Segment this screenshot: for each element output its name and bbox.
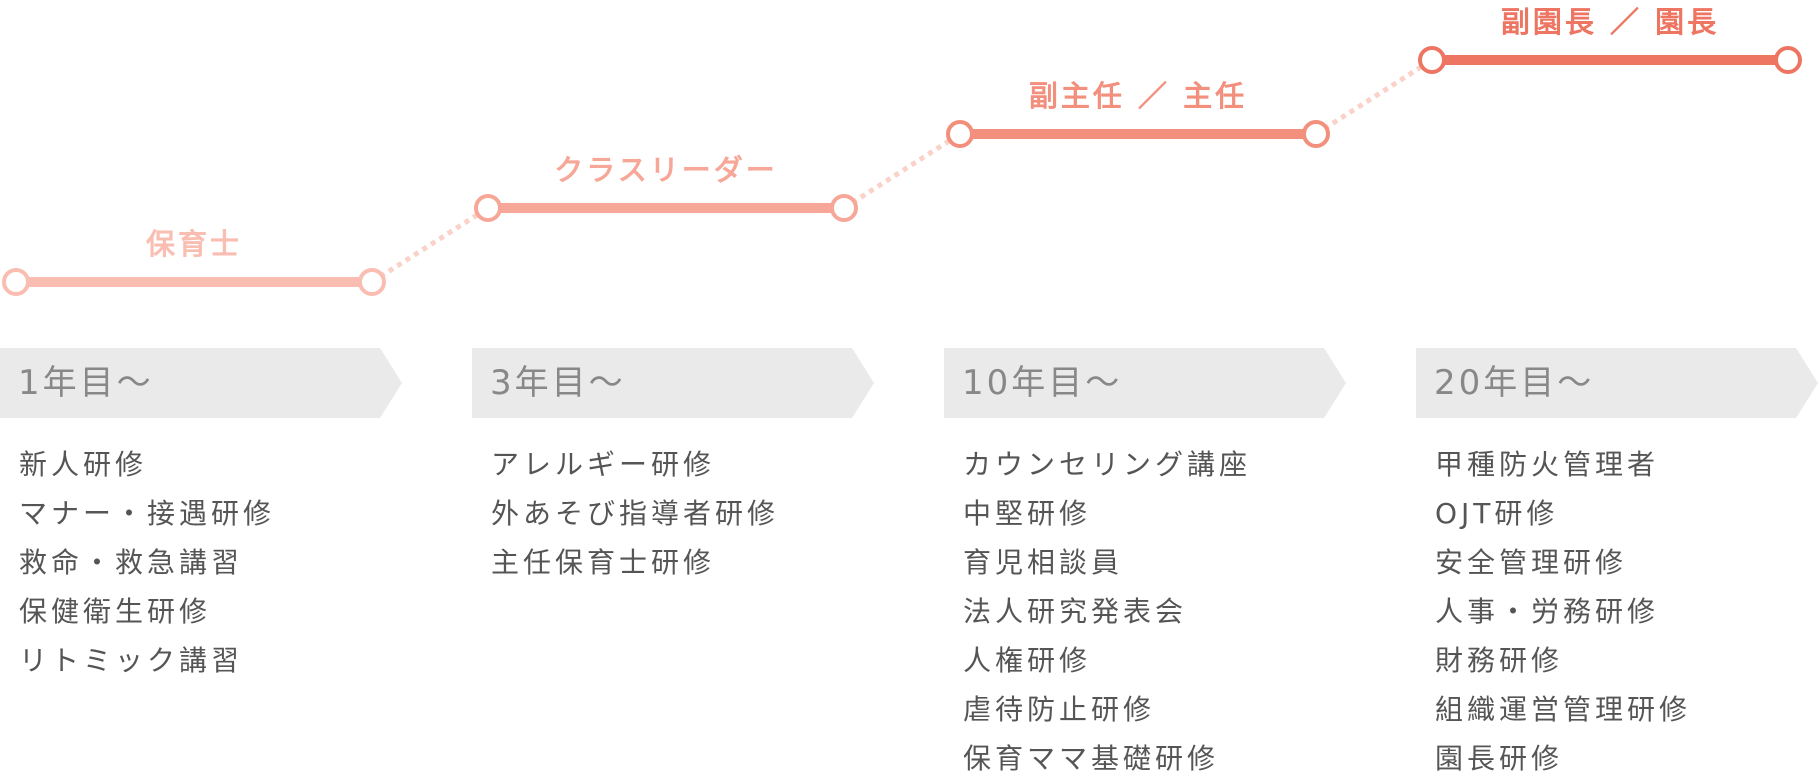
training-item: 育児相談員 <box>963 546 1124 579</box>
stage-label: クラスリーダー <box>554 153 777 187</box>
training-item: 保健衛生研修 <box>19 595 212 628</box>
year-header: 1年目〜 <box>0 348 420 418</box>
training-item: 法人研究発表会 <box>963 595 1188 628</box>
arrow-shape <box>0 348 402 418</box>
training-item: 外あそび指導者研修 <box>491 497 780 530</box>
training-item: 虐待防止研修 <box>963 693 1156 726</box>
stage-node <box>474 194 502 222</box>
arrow-shape <box>472 348 874 418</box>
training-item: 人権研修 <box>963 644 1092 677</box>
training-list: アレルギー研修外あそび指導者研修主任保育士研修 <box>472 440 892 587</box>
stage-node <box>358 268 386 296</box>
dotted-connector <box>1314 57 1434 137</box>
stage-node <box>830 194 858 222</box>
stage-node <box>946 120 974 148</box>
training-item: 組織運営管理研修 <box>1435 693 1692 726</box>
training-item: リトミック講習 <box>19 644 244 677</box>
training-item: OJT研修 <box>1435 497 1559 530</box>
training-item: 保育ママ基礎研修 <box>963 742 1220 775</box>
career-path-diagram: 保育士 クラスリーダー 副主任 ／ 主任 副園長 ／ 園長 <box>2 5 1802 296</box>
column-year-20: 20年目〜 甲種防火管理者 OJT研修安全管理研修人事・労務研修財務研修組織運営管… <box>1416 348 1820 783</box>
training-item: 園長研修 <box>1435 742 1564 775</box>
year-label: 10年目〜 <box>962 363 1123 403</box>
training-item: 主任保育士研修 <box>491 546 716 579</box>
training-list: カウンセリング講座中堅研修育児相談員法人研究発表会人権研修虐待防止研修保育ママ基… <box>944 440 1364 783</box>
year-header: 3年目〜 <box>472 348 892 418</box>
dotted-connector <box>370 205 490 285</box>
column-year-10: 10年目〜 カウンセリング講座中堅研修育児相談員法人研究発表会人権研修虐待防止研… <box>944 348 1364 783</box>
stage-node <box>1418 46 1446 74</box>
training-item: 人事・労務研修 <box>1435 595 1660 628</box>
column-year-3: 3年目〜 アレルギー研修外あそび指導者研修主任保育士研修 <box>472 348 892 587</box>
year-label: 3年目〜 <box>490 363 626 403</box>
training-list: 新人研修マナー・接遇研修救命・救急講習保健衛生研修リトミック講習 <box>0 440 420 685</box>
year-label: 20年目〜 <box>1434 363 1595 403</box>
stage-label: 副主任 ／ 主任 <box>1029 79 1247 113</box>
stage-node <box>2 268 30 296</box>
training-item: マナー・接遇研修 <box>19 497 276 530</box>
stage-label: 副園長 ／ 園長 <box>1501 5 1719 39</box>
training-item: 新人研修 <box>19 448 148 481</box>
dotted-connector <box>842 131 962 211</box>
training-item: アレルギー研修 <box>491 448 716 481</box>
stage-node <box>1302 120 1330 148</box>
arrow-shape <box>944 348 1346 418</box>
training-item: 救命・救急講習 <box>19 546 244 579</box>
arrow-shape <box>1416 348 1818 418</box>
training-item: 甲種防火管理者 <box>1435 448 1660 481</box>
column-year-1: 1年目〜 新人研修マナー・接遇研修救命・救急講習保健衛生研修リトミック講習 <box>0 348 420 685</box>
training-item: 中堅研修 <box>963 497 1092 530</box>
year-header: 20年目〜 <box>1416 348 1820 418</box>
year-label: 1年目〜 <box>18 363 154 403</box>
training-item: 財務研修 <box>1435 644 1564 677</box>
stage-label: 保育士 <box>145 227 242 261</box>
training-list: 甲種防火管理者 OJT研修安全管理研修人事・労務研修財務研修組織運営管理研修園長研… <box>1416 440 1820 783</box>
training-item: 安全管理研修 <box>1435 546 1628 579</box>
stage-node <box>1774 46 1802 74</box>
year-header: 10年目〜 <box>944 348 1364 418</box>
training-item: カウンセリング講座 <box>963 448 1252 481</box>
